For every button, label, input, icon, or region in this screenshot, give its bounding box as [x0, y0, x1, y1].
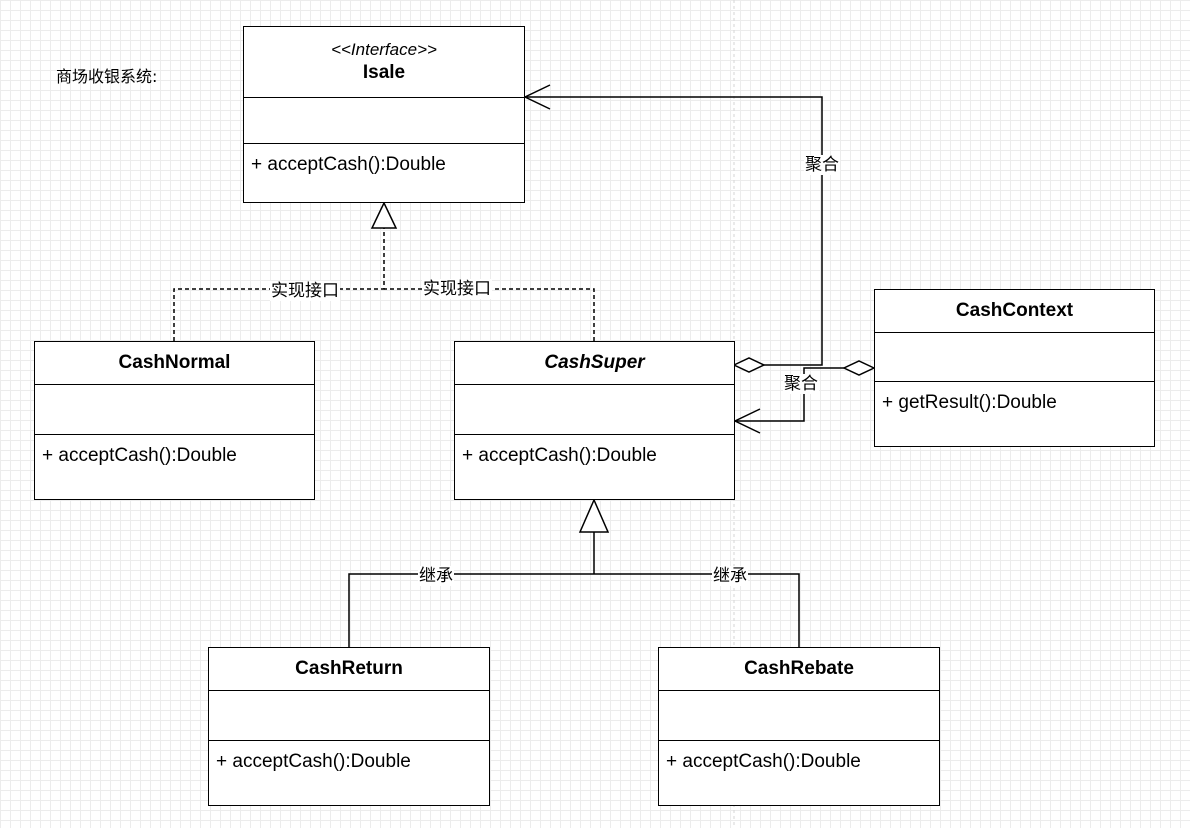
aggregation-arrow-isale — [523, 84, 551, 110]
class-cashnormal-operation: + acceptCash():Double — [42, 445, 237, 466]
class-isale-operation: + acceptCash():Double — [251, 154, 446, 175]
class-isale-name: Isale — [362, 62, 406, 83]
class-cashreturn[interactable]: CashReturn + acceptCash():Double — [208, 647, 490, 806]
label-aggregate-top: 聚合 — [804, 155, 840, 175]
label-implement-right: 实现接口 — [422, 279, 492, 299]
class-isale[interactable]: <<Interface>> Isale + acceptCash():Doubl… — [243, 26, 525, 203]
class-isale-attributes — [244, 98, 524, 144]
aggregation-diamond-cashcontext — [842, 360, 876, 376]
class-cashnormal-header: CashNormal — [35, 342, 314, 385]
class-cashnormal-name: CashNormal — [118, 352, 231, 373]
class-cashnormal-attributes — [35, 385, 314, 435]
class-cashsuper-attributes — [455, 385, 734, 435]
class-cashreturn-name: CashReturn — [295, 658, 403, 679]
label-implement-left: 实现接口 — [270, 281, 340, 301]
realization-arrowhead — [370, 201, 398, 229]
class-cashcontext-header: CashContext — [875, 290, 1154, 333]
class-cashcontext-attributes — [875, 333, 1154, 382]
label-inherit-left: 继承 — [418, 566, 454, 586]
aggregation-diamond-cashsuper — [732, 357, 766, 373]
aggregation-cashsuper-isale — [525, 96, 823, 366]
class-cashsuper-operation: + acceptCash():Double — [462, 445, 657, 466]
class-cashreturn-header: CashReturn — [209, 648, 489, 691]
class-cashreturn-operation: + acceptCash():Double — [216, 751, 411, 772]
class-cashcontext-operation: + getResult():Double — [882, 392, 1057, 413]
class-cashnormal[interactable]: CashNormal + acceptCash():Double — [34, 341, 315, 500]
diagram-note: 商场收银系统: — [56, 67, 158, 86]
class-cashrebate-name: CashRebate — [744, 658, 854, 679]
class-cashsuper[interactable]: CashSuper + acceptCash():Double — [454, 341, 735, 500]
class-cashcontext[interactable]: CashContext + getResult():Double — [874, 289, 1155, 447]
class-cashrebate-header: CashRebate — [659, 648, 939, 691]
generalization-arrowhead — [578, 498, 610, 533]
class-cashcontext-name: CashContext — [955, 300, 1074, 321]
class-isale-stereotype: <<Interface>> — [331, 40, 437, 59]
class-cashrebate-attributes — [659, 691, 939, 741]
label-aggregate-bottom: 聚合 — [783, 374, 819, 394]
class-cashsuper-name: CashSuper — [544, 352, 645, 373]
class-isale-header: <<Interface>> Isale — [244, 27, 524, 98]
aggregation-arrow-cashsuper — [733, 408, 761, 434]
inherit-cashrebate-cashsuper — [594, 573, 800, 647]
class-cashrebate-operation: + acceptCash():Double — [666, 751, 861, 772]
label-inherit-right: 继承 — [712, 566, 748, 586]
aggregation-cashcontext-cashsuper — [735, 367, 844, 422]
class-cashreturn-attributes — [209, 691, 489, 741]
class-cashsuper-header: CashSuper — [455, 342, 734, 385]
inherit-cashreturn-cashsuper — [348, 573, 594, 647]
class-cashrebate[interactable]: CashRebate + acceptCash():Double — [658, 647, 940, 806]
